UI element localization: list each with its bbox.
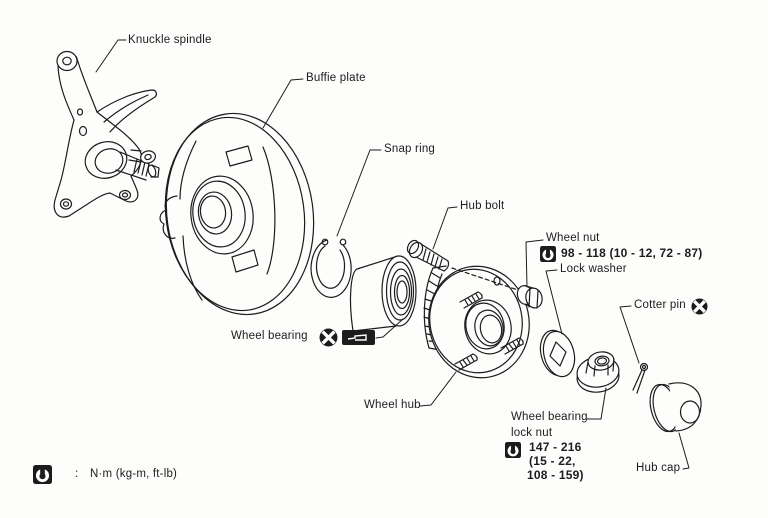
label-buffle-plate: Buffie plate: [306, 72, 366, 84]
lock-washer-drawing: [536, 327, 579, 380]
leader-lines: [96, 40, 689, 469]
lock-nut-torque-value-2: (15 - 22,: [529, 454, 576, 468]
lock-nut-torque-value-3: 108 - 159): [527, 468, 584, 482]
legend-separator: :: [75, 468, 79, 480]
baffle-plate-drawing: [153, 104, 326, 324]
label-wheel-nut: Wheel nut: [546, 232, 600, 244]
label-cotter-pin: Cotter pin: [634, 299, 686, 311]
label-hub-bolt: Hub bolt: [460, 200, 505, 212]
wheel-stud: [460, 292, 482, 308]
grease-icon: [342, 330, 375, 345]
label-hub-cap: Hub cap: [636, 462, 681, 474]
cotter-pin-drawing: [633, 364, 648, 394]
label-wheel-bearing-lock-nut-line2: lock nut: [511, 427, 553, 439]
knuckle-spindle-drawing: [54, 52, 159, 218]
label-wheel-hub: Wheel hub: [364, 399, 421, 411]
label-knuckle-spindle: Knuckle spindle: [128, 34, 212, 46]
hub-bolt-drawing: [405, 238, 448, 271]
label-wheel-bearing: Wheel bearing: [231, 330, 308, 342]
label-wheel-bearing-lock-nut-line1: Wheel bearing: [511, 411, 588, 423]
torque-wrench-icon: [505, 442, 521, 458]
wheel-hub-drawing: [418, 257, 539, 387]
lock-nut-drawing: [575, 350, 621, 394]
legend-units: N·m (kg-m, ft-lb): [90, 468, 178, 480]
label-lock-washer: Lock washer: [560, 263, 627, 275]
wheel-stud: [501, 338, 523, 354]
label-snap-ring: Snap ring: [384, 143, 436, 155]
torque-wrench-icon: [540, 246, 556, 262]
wheel-bearing-drawing: [350, 256, 416, 331]
non-reusable-part-icon: [319, 328, 338, 347]
non-reusable-part-icon: [691, 298, 708, 315]
hub-cap-drawing: [646, 382, 701, 435]
lock-nut-torque-value-1: 147 - 216: [529, 440, 582, 454]
snap-ring-drawing: [311, 239, 351, 297]
wheel-stud: [455, 354, 477, 370]
wheel-nut-torque-value: 98 - 118 (10 - 12, 72 - 87): [561, 246, 703, 260]
torque-wrench-icon: [33, 465, 52, 484]
